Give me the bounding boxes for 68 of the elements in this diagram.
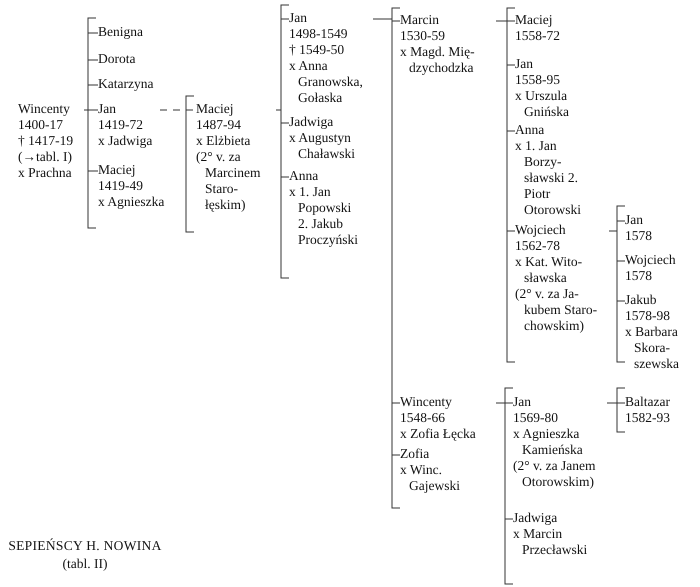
genealogy-text: Jan bbox=[98, 101, 117, 117]
connector-line bbox=[84, 110, 98, 172]
genealogy-text: Anna bbox=[289, 168, 320, 184]
genealogy-text: Benigna bbox=[98, 24, 144, 40]
caption: (tabl. II) bbox=[62, 556, 108, 572]
genealogy-text: Wojciech bbox=[625, 252, 677, 268]
genealogy-text: x Urszula Gnińska bbox=[515, 88, 570, 120]
genealogy-text: 1530-59 bbox=[400, 28, 446, 44]
genealogy-text: Jadwiga bbox=[289, 114, 334, 130]
genealogy-text: 1498-1549 bbox=[289, 26, 348, 42]
genealogy-text: 1419-72 bbox=[98, 117, 144, 133]
genealogy-text: † 1549-50 bbox=[289, 42, 346, 58]
genealogy-text: Wojciech bbox=[515, 222, 567, 238]
genealogy-text: (2° v. za Ja- kubem Staro- chowskim) bbox=[515, 286, 598, 334]
genealogy-text: x Elżbieta bbox=[196, 133, 252, 149]
genealogy-text: Wincenty bbox=[18, 101, 71, 117]
genealogy-text: (→tabl. I) bbox=[18, 149, 73, 165]
genealogy-text: x Augustyn Chaławski bbox=[289, 130, 356, 162]
genealogy-text: Maciej bbox=[98, 162, 136, 178]
genealogy-text: x Zofia Łęcka bbox=[400, 426, 477, 442]
genealogy-text: Jan bbox=[515, 56, 534, 72]
genealogy-text: Dorota bbox=[98, 51, 136, 67]
genealogy-text: x Marcin Przecławski bbox=[513, 526, 588, 558]
genealogy-text: x Magd. Mię- dzychodzka bbox=[400, 44, 476, 76]
genealogy-text: x Anna Granowska, Gołaska bbox=[289, 58, 364, 106]
connector-line bbox=[608, 230, 626, 302]
genealogy-text: 1487-94 bbox=[196, 117, 242, 133]
genealogy-text: x Kat. Wito- sławska bbox=[515, 254, 584, 286]
genealogy-text: Anna bbox=[515, 122, 546, 138]
genealogy-text: Katarzyna bbox=[98, 76, 154, 92]
genealogy-text: x Jadwiga bbox=[98, 133, 154, 149]
genealogy-text: 1558-72 bbox=[515, 28, 561, 44]
genealogy-text: x 1. Jan Borzy- sławski 2. Piotr Otorowski bbox=[515, 138, 582, 218]
genealogy-text: Jadwiga bbox=[513, 510, 558, 526]
genealogy-text: x 1. Jan Popowski 2. Jakub Proczyński bbox=[289, 184, 359, 248]
genealogy-text: Wincenty bbox=[400, 394, 453, 410]
genealogy-text: Jan bbox=[289, 10, 308, 26]
genealogy-text: 1548-66 bbox=[400, 410, 446, 426]
genealogy-text: 1558-95 bbox=[515, 72, 561, 88]
genealogy-text: Zofia bbox=[400, 446, 430, 462]
genealogy-text: (2° v. za Janem Otorowskim) bbox=[513, 458, 596, 490]
genealogy-text: 1578 bbox=[625, 268, 653, 284]
genealogy-text: x Agnieszka bbox=[98, 194, 166, 210]
genealogy-text: Marcin bbox=[400, 12, 440, 28]
genealogy-text: x Prachna bbox=[18, 165, 73, 181]
genealogy-text: 1569-80 bbox=[513, 410, 559, 426]
genealogy-text: 1582-93 bbox=[625, 410, 671, 426]
genealogy-text: x Winc. Gajewski bbox=[400, 462, 461, 494]
genealogy-text: † 1417-19 bbox=[18, 133, 74, 149]
connector-line bbox=[276, 110, 290, 178]
genealogy-text: Maciej bbox=[196, 101, 234, 117]
genealogy-text: Baltazar bbox=[625, 394, 671, 410]
genealogy-text: 1578 bbox=[625, 228, 653, 244]
genealogy-text: x Barbara Skora- szewska bbox=[625, 324, 680, 372]
genealogy-text: 1562-78 bbox=[515, 238, 561, 254]
genealogy-text: Jan bbox=[625, 212, 644, 228]
connector-line bbox=[606, 402, 626, 404]
connector-line bbox=[496, 402, 514, 520]
genealogy-text: 1419-49 bbox=[98, 178, 144, 194]
genealogy-text: Maciej bbox=[515, 12, 554, 28]
genealogy-text: x Agnieszka Kamieńska bbox=[513, 426, 584, 458]
genealogy-text: Jakub bbox=[625, 292, 658, 308]
genealogy-text: Jan bbox=[513, 394, 532, 410]
genealogy-text: (2° v. za Marcinem Staro- łęskim) bbox=[196, 149, 262, 213]
genealogy-text: 1578-98 bbox=[625, 308, 671, 324]
genealogy-text: 1400-17 bbox=[18, 117, 64, 133]
connector-line bbox=[496, 20, 516, 232]
title: SEPIEŃSCY H. NOWINA bbox=[7, 538, 163, 554]
